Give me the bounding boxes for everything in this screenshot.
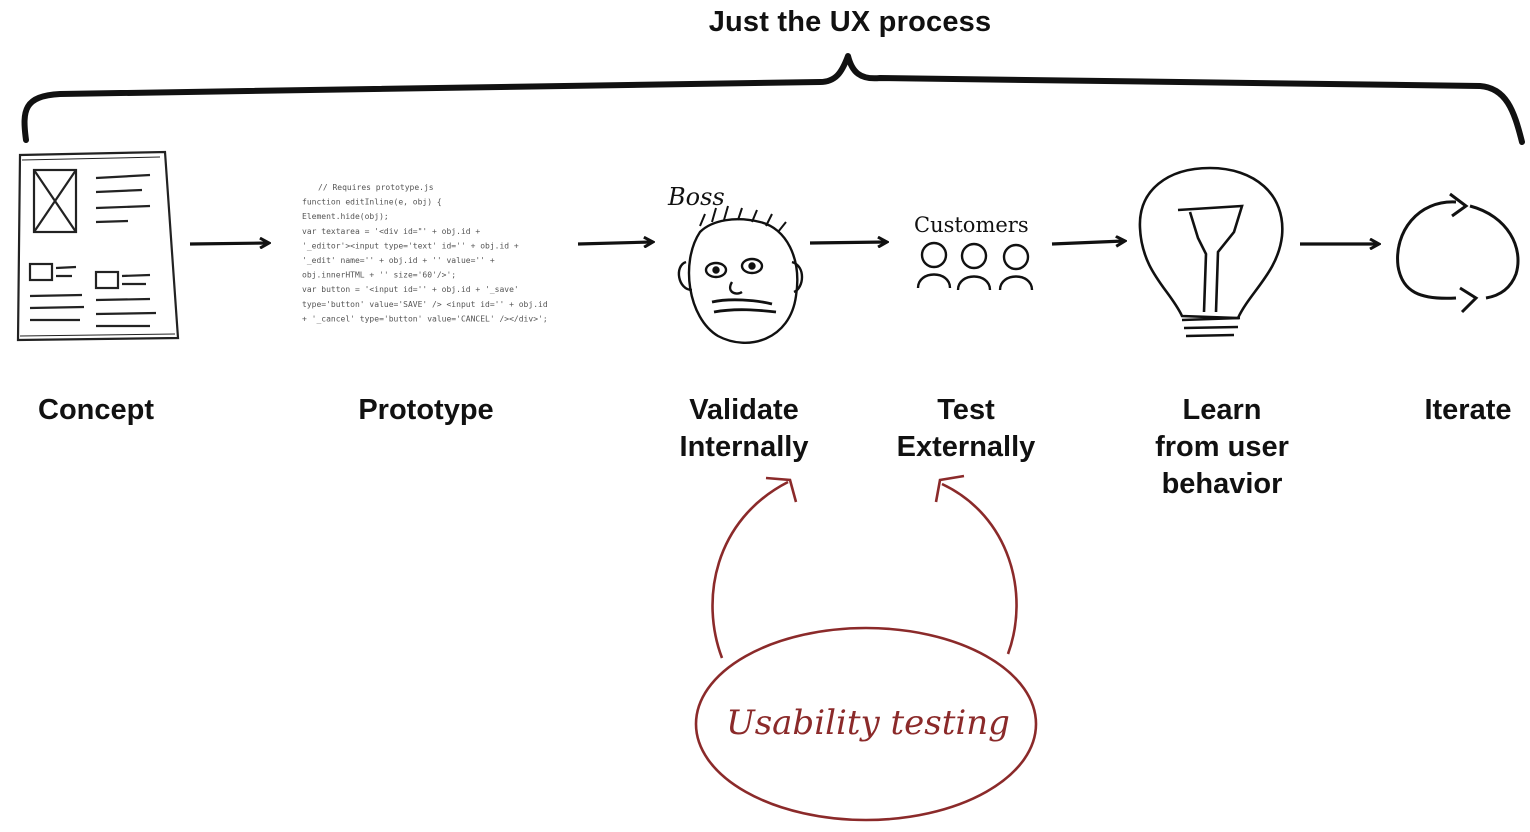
- step-iterate-label: Iterate: [1424, 394, 1512, 426]
- boss-sketch-label: Boss: [667, 183, 725, 211]
- arrow-prototype-validate: [577, 242, 652, 244]
- code-line: var button = '<input id='' + obj.id + '_…: [302, 285, 519, 294]
- cycle-arrows-icon: [1396, 192, 1520, 314]
- step-prototype-label: Prototype: [358, 394, 494, 426]
- step-concept-label: Concept: [38, 394, 154, 426]
- code-line: '_editor'><input type='text' id='' + obj…: [302, 241, 519, 250]
- customers-sketch-label: Customers: [914, 213, 1029, 237]
- wireframe-sketch-icon: [16, 150, 180, 342]
- page-title: Just the UX process: [708, 6, 992, 38]
- code-line: '_edit' name='' + obj.id + '' value='' +: [302, 256, 495, 265]
- arrow-validate-test: [809, 242, 886, 243]
- code-line: // Requires prototype.js: [318, 183, 434, 192]
- usability-testing-label: Usability testing: [726, 703, 1010, 743]
- usability-ellipse: [694, 626, 1038, 822]
- process-arrows: [189, 241, 1378, 244]
- code-line: + '_cancel' type='button' value='CANCEL'…: [302, 314, 548, 323]
- code-line: function editInline(e, obj) {: [302, 198, 442, 207]
- process-brace: [21, 53, 1525, 145]
- boss-face-icon: [677, 205, 804, 344]
- lightbulb-icon: [1138, 166, 1284, 338]
- code-snippet-icon: // Requires prototype.js function editInl…: [302, 183, 548, 323]
- arrow-test-learn: [1051, 241, 1124, 244]
- customers-icon: [916, 241, 1034, 291]
- code-line: Element.hide(obj);: [302, 212, 389, 221]
- code-line: var textarea = '<div id="' + obj.id +: [302, 227, 480, 236]
- usability-arrows: [694, 474, 1038, 822]
- code-line: obj.innerHTML + '' size='60'/>';: [302, 271, 456, 280]
- arrow-concept-prototype: [189, 243, 268, 244]
- code-line: type='button' value='SAVE' /> <input id=…: [302, 300, 548, 309]
